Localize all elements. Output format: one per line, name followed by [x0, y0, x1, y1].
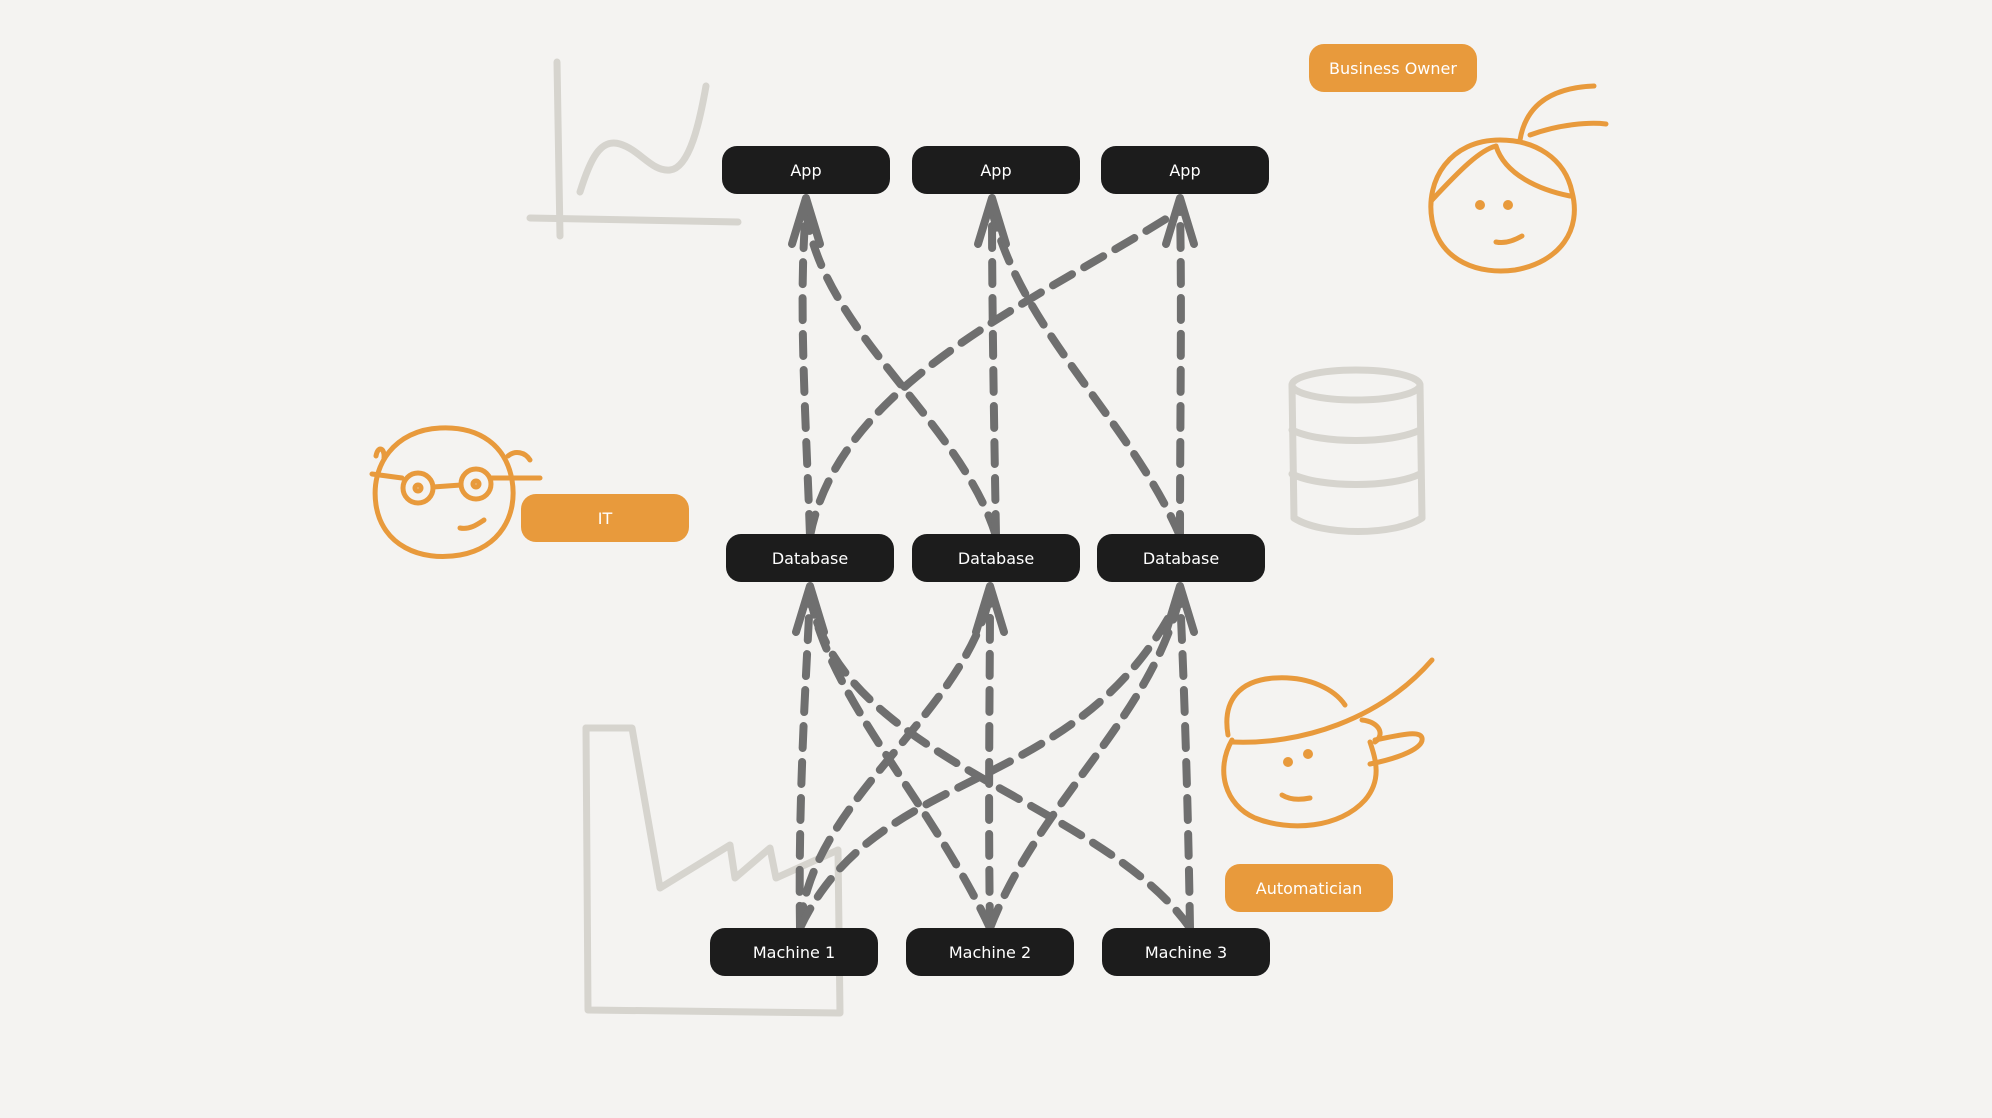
edge-db3-app2: [988, 206, 1184, 540]
machine-node-1[interactable]: Machine 1: [710, 928, 878, 976]
it-label-text: IT: [597, 508, 613, 528]
database-node-3[interactable]: Database: [1097, 534, 1265, 582]
it-label[interactable]: IT: [521, 494, 689, 542]
it-avatar-icon: [369, 425, 543, 560]
edge-db1-app1: [798, 206, 814, 540]
database-node-1[interactable]: Database: [726, 534, 894, 582]
machine-node-1-label: Machine 1: [752, 942, 836, 962]
business-owner-label[interactable]: Business Owner: [1309, 44, 1477, 92]
edge-m2-db3: [986, 592, 1184, 932]
edge-m1-db1: [795, 592, 814, 932]
app-node-1-label: App: [790, 160, 822, 180]
database-node-2[interactable]: Database: [912, 534, 1080, 582]
business-owner-label-text: Business Owner: [1329, 58, 1457, 78]
edge-db2-app1: [802, 206, 1000, 540]
machine-node-3[interactable]: Machine 3: [1102, 928, 1270, 976]
machine-node-3-label: Machine 3: [1144, 942, 1228, 962]
edge-m3-db3: [1176, 592, 1194, 932]
machine-node-2[interactable]: Machine 2: [906, 928, 1074, 976]
arrowhead-db1: [792, 582, 828, 636]
edge-m1-db3: [796, 592, 1184, 932]
automatician-label-text: Automatician: [1255, 878, 1363, 898]
edge-db3-app3: [1176, 206, 1185, 540]
app-node-2-label: App: [980, 160, 1012, 180]
business-owner-avatar-icon: [1428, 83, 1609, 274]
database-node-3-label: Database: [1142, 548, 1220, 568]
automatician-label[interactable]: Automatician: [1225, 864, 1393, 912]
automatician-avatar-icon: [1221, 657, 1435, 829]
machine-node-2-label: Machine 2: [948, 942, 1032, 962]
arrowhead-db2: [972, 582, 1008, 636]
app-node-3[interactable]: App: [1101, 146, 1269, 194]
database-sketch-icon: [1288, 366, 1426, 535]
edge-db2-app2: [988, 206, 1000, 540]
database-node-2-label: Database: [957, 548, 1035, 568]
chart-sketch-icon: [526, 58, 742, 240]
edge-db1-app3: [806, 206, 1184, 540]
arrowhead-app3: [1162, 194, 1198, 248]
edge-m3-db1: [806, 592, 1194, 932]
app-node-3-label: App: [1169, 160, 1201, 180]
app-node-2[interactable]: App: [912, 146, 1080, 194]
arrowhead-app2: [974, 194, 1010, 248]
arrowhead-db3: [1162, 582, 1198, 636]
database-node-1-label: Database: [771, 548, 849, 568]
edge-m2-db2: [985, 592, 994, 932]
app-node-1[interactable]: App: [722, 146, 890, 194]
arrowhead-app1: [788, 194, 824, 248]
